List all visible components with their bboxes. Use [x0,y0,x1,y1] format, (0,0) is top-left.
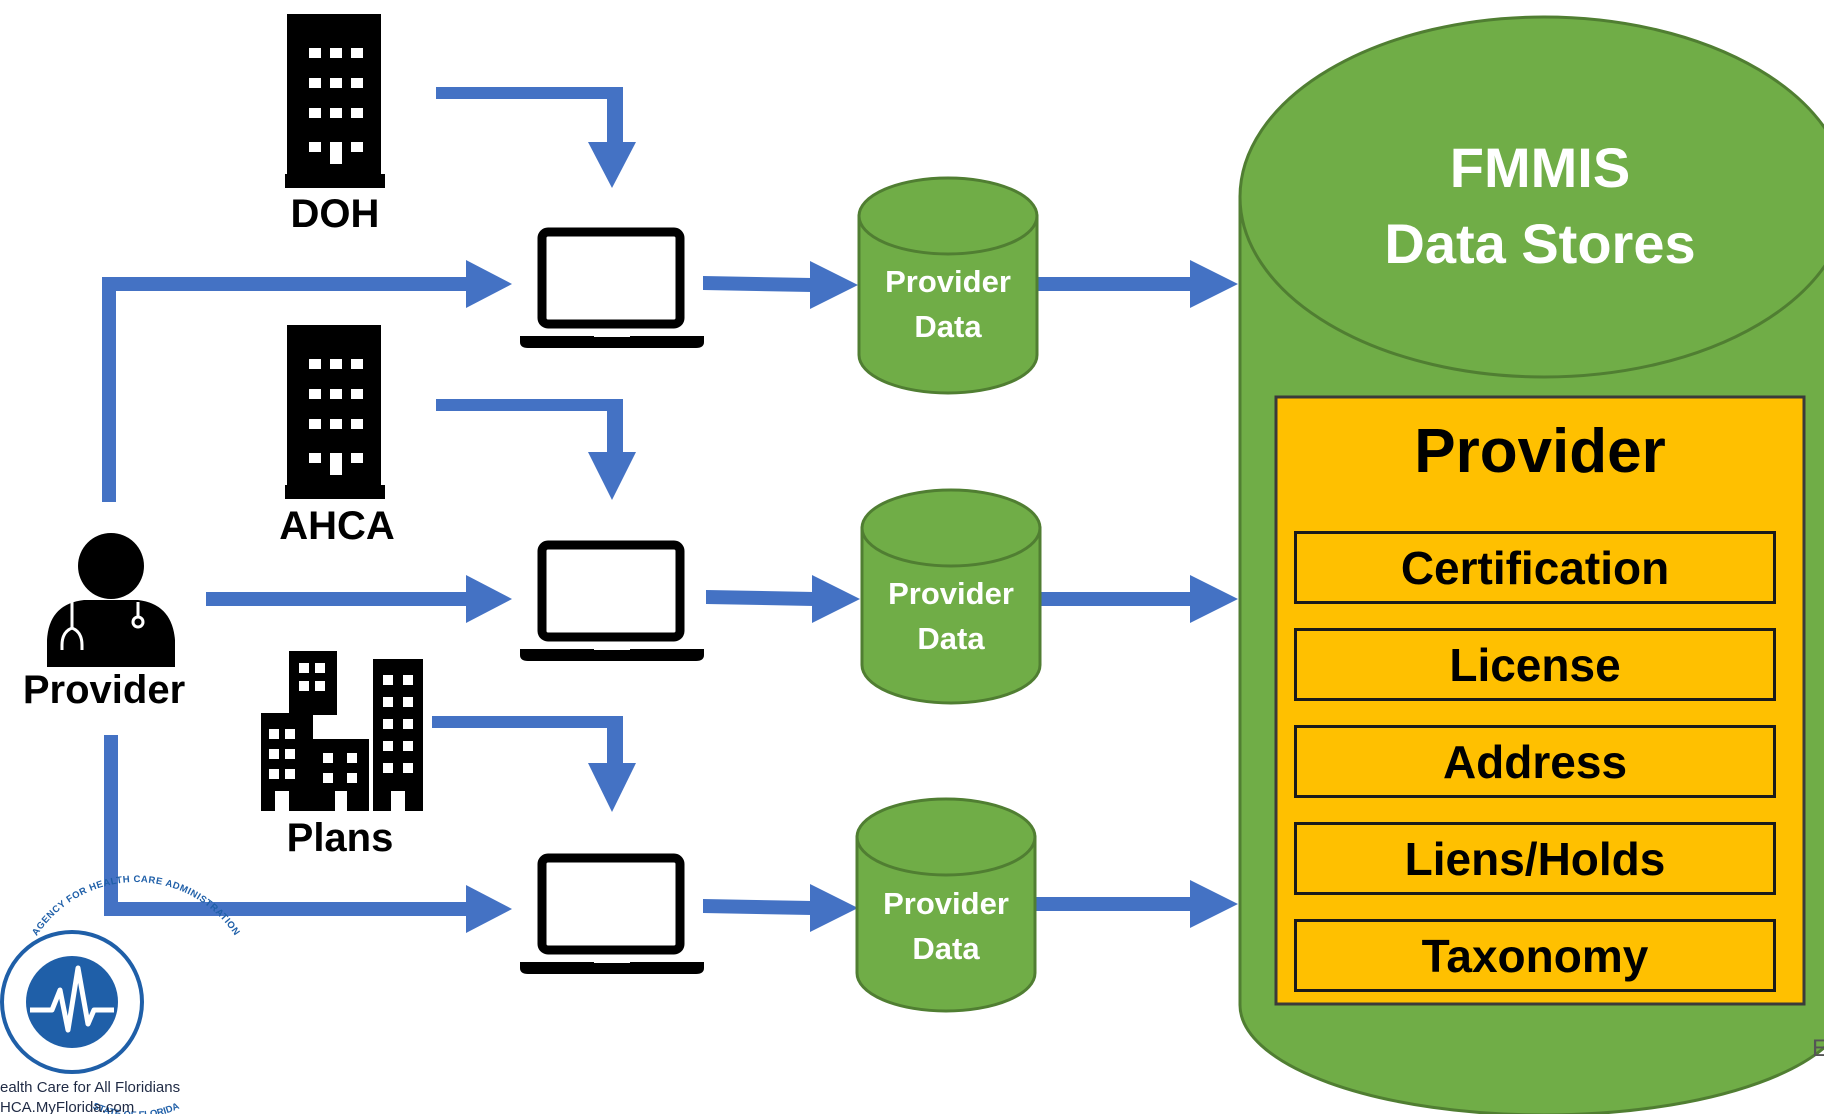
building-icon [285,325,385,499]
attribute-label: License [1449,638,1621,691]
provider-data-store-2 [860,488,1042,705]
attribute-label: Taxonomy [1421,929,1649,982]
arrow-portal-1-to-store-1 [703,261,858,309]
building-icon [285,14,385,188]
store-label-line-1: Provider [883,886,1009,921]
provider-data-store-1 [857,176,1039,395]
attribute-label: Certification [1400,541,1670,594]
attribute-liens-holds: Liens/Holds [1294,822,1776,895]
logo-footer: ealth Care for All Floridians HCA.MyFlor… [0,1078,180,1114]
arrow-portal-2-to-store-2 [706,575,860,623]
store-label-line-1: Provider [888,576,1014,611]
logo-url: HCA.MyFlorida.com [0,1099,135,1114]
arrow-store-3-to-fmmis [1035,880,1238,928]
provider-data-store-3-label: Provider Data [856,881,1036,971]
attribute-taxonomy: Taxonomy [1294,919,1776,992]
arrow-store-2-to-fmmis [1040,575,1238,623]
arrow-portal-3-to-store-3 [703,884,858,932]
page-mark: E [1812,1035,1824,1062]
city-buildings-icon [261,651,423,811]
provider-data-store-3 [855,797,1037,1013]
logo-tagline: ealth Care for All Floridians [0,1079,181,1096]
fmmis-title: FMMIS Data Stores [1340,130,1740,282]
arrow-provider-to-portal-1 [102,260,512,502]
provider-label: Provider [22,668,186,712]
store-label-line-2: Data [912,931,980,966]
fmmis-title-line-1: FMMIS [1449,136,1631,199]
attribute-certification: Certification [1294,531,1776,604]
provider-entity-title: Provider [1414,417,1666,486]
arrow-provider-to-portal-3 [104,735,512,933]
arrow-plans-to-portal-3 [432,716,636,812]
source-label-plans: Plans [286,816,394,860]
arrow-store-1-to-fmmis [1037,260,1238,308]
attribute-address: Address [1294,725,1776,798]
fmmis-title-line-2: Data Stores [1384,212,1696,275]
store-label-line-1: Provider [885,264,1011,299]
laptop-icon [520,227,704,348]
store-label-line-2: Data [914,309,982,344]
laptop-icon [520,853,704,974]
laptop-icon [520,540,704,661]
provider-data-store-2-label: Provider Data [861,571,1041,661]
arrow-ahca-to-portal-2 [436,399,636,500]
source-label-ahca: AHCA [279,504,395,548]
attribute-label: Liens/Holds [1404,832,1666,885]
arrow-doh-to-portal-1 [436,87,636,188]
data-flow-arrows [102,87,1238,933]
source-label-doh: DOH [290,192,380,236]
attribute-label: Address [1442,735,1628,788]
doctor-icon [47,533,175,667]
arrow-provider-to-portal-2 [206,575,512,623]
store-label-line-2: Data [917,621,985,656]
provider-data-store-1-label: Provider Data [858,259,1038,349]
attribute-license: License [1294,628,1776,701]
